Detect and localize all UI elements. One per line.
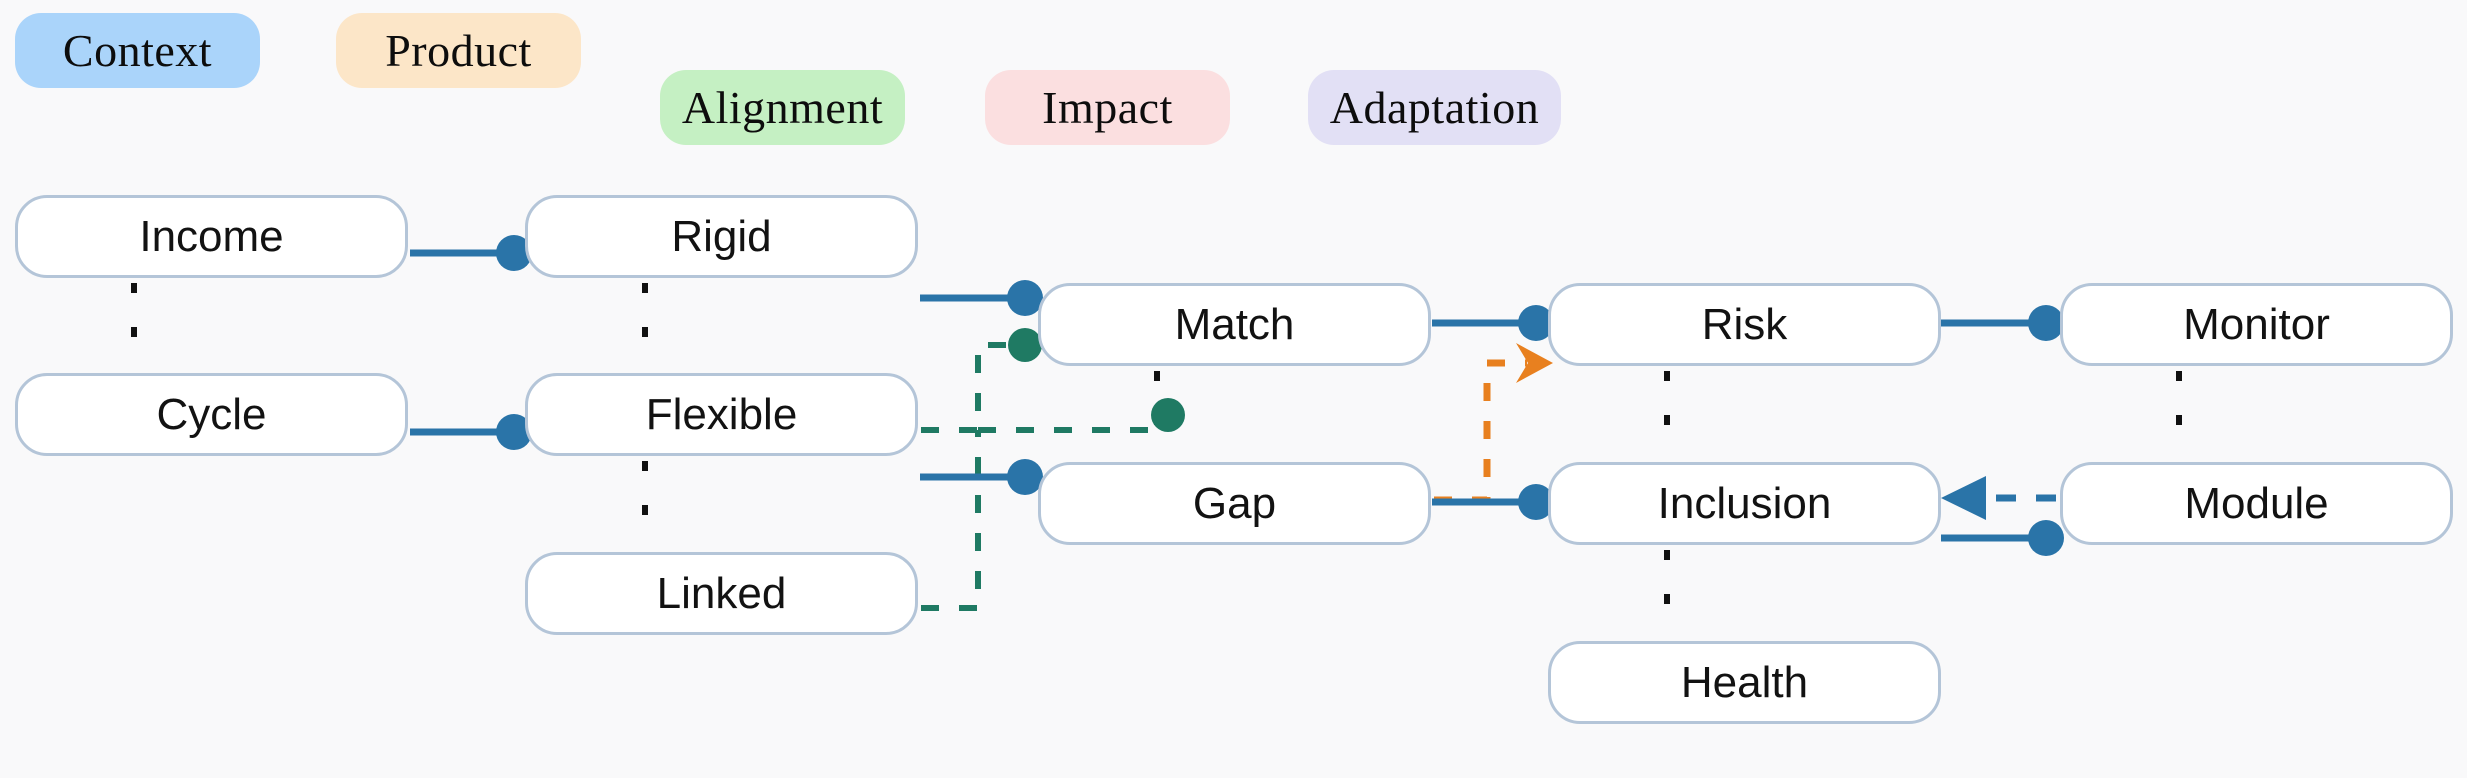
group-badge-product[interactable]: Product [336, 13, 581, 88]
edge-flexible-match [921, 342, 1016, 433]
node-monitor[interactable]: Monitor [2060, 283, 2453, 366]
edge-blue-dots [496, 235, 2064, 556]
node-rigid[interactable]: Rigid [525, 195, 918, 278]
node-label-linked: Linked [656, 568, 787, 618]
node-label-cycle: Cycle [156, 389, 267, 439]
node-flexible[interactable]: Flexible [525, 373, 918, 456]
edge-orange-group [1434, 359, 1527, 504]
node-label-income: Income [139, 211, 284, 261]
edge-dot-risk-monitor [2028, 305, 2064, 341]
edge-arrowhead-gap-risk [1516, 343, 1553, 383]
node-label-health: Health [1680, 657, 1809, 707]
node-label-match: Match [1174, 299, 1295, 349]
group-label-alignment: Alignment [681, 82, 884, 133]
edge-dot-linked-match [1151, 398, 1185, 432]
node-health[interactable]: Health [1548, 641, 1941, 724]
node-match[interactable]: Match [1038, 283, 1431, 366]
group-label-context: Context [62, 25, 213, 76]
node-label-risk: Risk [1701, 299, 1788, 349]
edge-dot-module-inclusion [2028, 520, 2064, 556]
node-label-module: Module [2184, 478, 2329, 528]
node-linked[interactable]: Linked [525, 552, 918, 635]
edge-dot-income-rigid [496, 235, 532, 271]
group-badge-impact[interactable]: Impact [985, 70, 1230, 145]
edge-linked-match [921, 430, 981, 611]
edge-dot-rigid-match [1007, 280, 1043, 316]
node-module[interactable]: Module [2060, 462, 2453, 545]
edge-arrowhead-module-inclusion [1941, 476, 1986, 520]
node-risk[interactable]: Risk [1548, 283, 1941, 366]
edge-dot-match-risk [1518, 305, 1554, 341]
group-badge-alignment[interactable]: Alignment [660, 70, 905, 145]
group-label-impact: Impact [1042, 82, 1173, 133]
edge-green-dots [1008, 328, 1185, 432]
node-income[interactable]: Income [15, 195, 408, 278]
node-cycle[interactable]: Cycle [15, 373, 408, 456]
node-label-flexible: Flexible [645, 389, 798, 439]
node-label-monitor: Monitor [2183, 299, 2330, 349]
edge-green-group [921, 342, 1155, 611]
node-label-rigid: Rigid [671, 211, 772, 261]
group-label-adaptation: Adaptation [1329, 82, 1540, 133]
group-label-product: Product [385, 25, 532, 76]
edge-dot-flexible-gap [1007, 459, 1043, 495]
edge-gap-risk [1434, 359, 1527, 504]
edge-dot-gap-inclusion [1518, 484, 1554, 520]
node-label-gap: Gap [1192, 478, 1277, 528]
group-badge-adaptation[interactable]: Adaptation [1308, 70, 1561, 145]
edge-dot-flexible-match [1008, 328, 1042, 362]
node-inclusion[interactable]: Inclusion [1548, 462, 1941, 545]
edge-dot-cycle-flexible [496, 414, 532, 450]
group-badge-context[interactable]: Context [15, 13, 260, 88]
node-label-inclusion: Inclusion [1657, 478, 1832, 528]
node-gap[interactable]: Gap [1038, 462, 1431, 545]
